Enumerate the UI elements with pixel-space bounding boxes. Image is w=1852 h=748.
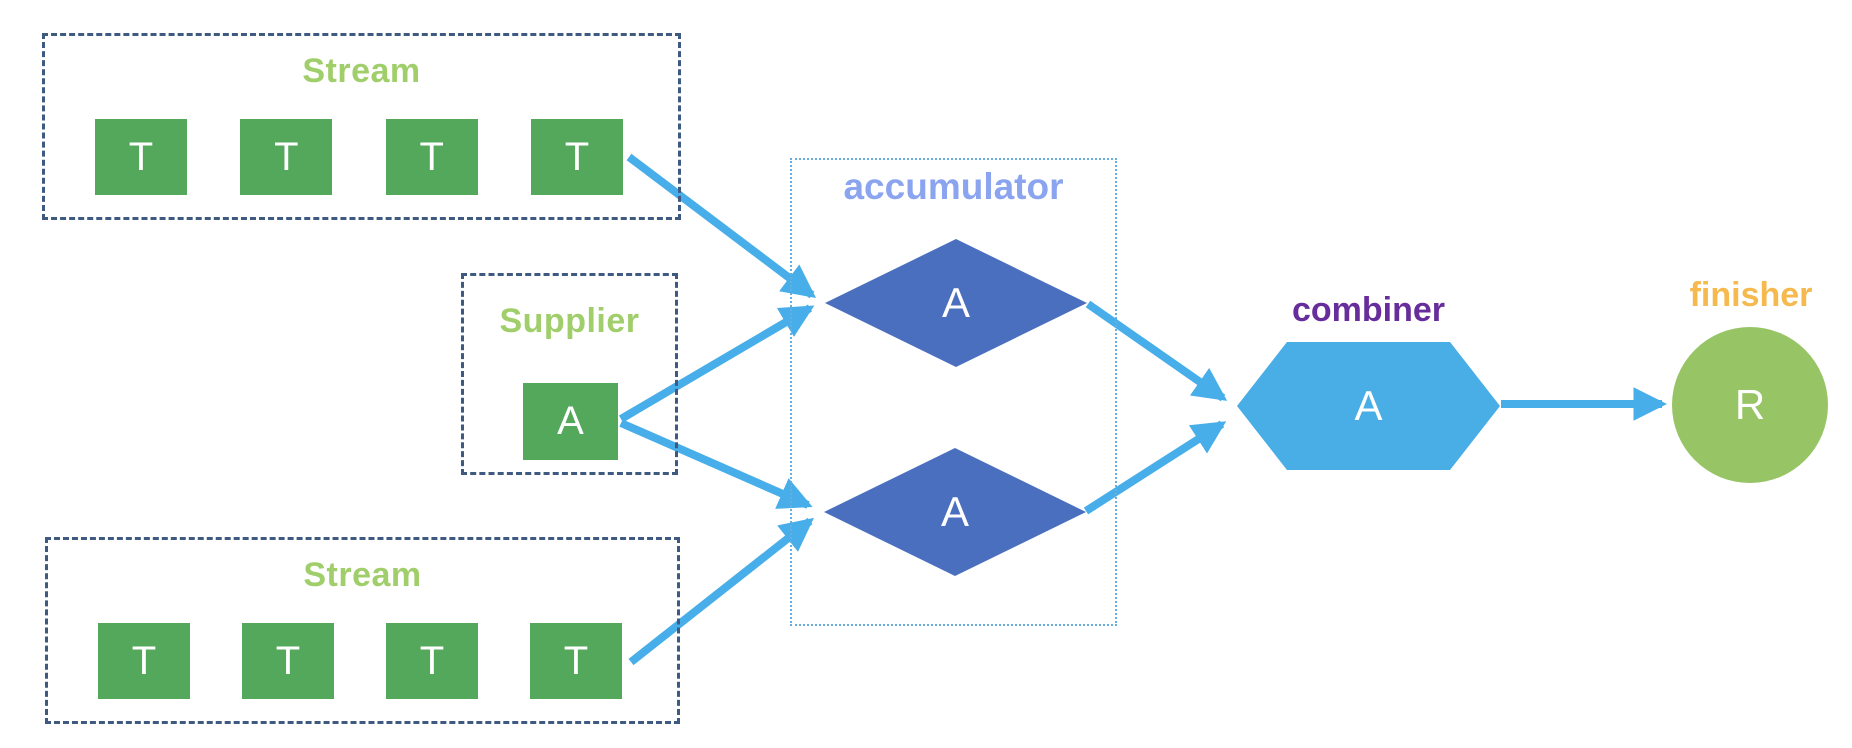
stream-element: T [386, 623, 478, 699]
accumulator-region: accumulator [790, 158, 1117, 626]
finisher-node: R [1672, 327, 1828, 483]
stream-element: T [385, 119, 478, 195]
finisher-label: finisher [1689, 276, 1813, 314]
supplier-label: Supplier [499, 302, 640, 340]
combiner-node: A [1237, 342, 1500, 470]
combiner-label: combiner [1291, 291, 1446, 329]
stream-top-group: Stream T T T T [42, 33, 681, 220]
stream-element: T [95, 119, 187, 195]
stream-element: T [530, 623, 622, 699]
stream-bottom-group: Stream T T T T [45, 537, 680, 724]
stream-bottom-elements: T T T T [98, 623, 622, 699]
supplier-group: Supplier A [461, 273, 678, 475]
stream-top-elements: T T T T [95, 119, 623, 195]
stream-element: T [530, 119, 623, 195]
stream-element: T [242, 623, 334, 699]
stream-element: T [98, 623, 190, 699]
stream-element: T [240, 119, 333, 195]
supplier-node: A [523, 383, 618, 460]
stream-top-label: Stream [302, 52, 421, 90]
stream-bottom-label: Stream [303, 556, 422, 594]
accumulator-label: accumulator [843, 166, 1064, 207]
